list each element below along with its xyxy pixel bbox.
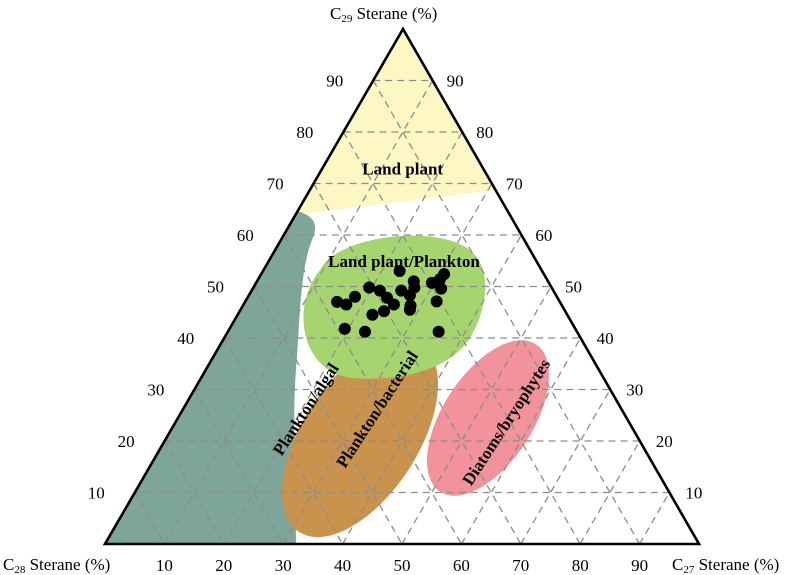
- region-label: Land plant/Plankton: [328, 252, 480, 271]
- data-point: [340, 298, 353, 311]
- region-label: Land plant: [362, 160, 443, 179]
- tick-label-left: 90: [326, 72, 343, 91]
- tick-label-bottom: 60: [453, 556, 470, 575]
- tick-label-bottom: 90: [631, 556, 648, 575]
- data-point: [378, 305, 390, 318]
- tick-label-right: 80: [476, 123, 493, 142]
- grid-line-c27: [401, 286, 552, 545]
- tick-label-right: 70: [506, 175, 523, 194]
- tick-label-left: 10: [88, 484, 105, 503]
- data-point: [432, 325, 445, 338]
- tick-label-right: 20: [656, 432, 673, 451]
- tick-label-bottom: 20: [215, 556, 232, 575]
- tick-label-bottom: 80: [572, 556, 589, 575]
- data-point: [349, 290, 361, 303]
- tick-label-left: 20: [118, 432, 135, 451]
- axis-title-c27: C27 Sterane (%): [672, 555, 779, 575]
- region-plankton-bacterial: [281, 338, 439, 538]
- tick-label-right: 50: [565, 278, 582, 297]
- tick-label-left: 50: [207, 278, 224, 297]
- data-point: [430, 295, 443, 308]
- tick-label-right: 10: [685, 484, 702, 503]
- data-point: [331, 295, 344, 308]
- data-point: [404, 299, 417, 312]
- region-diatoms-bryophytes: [426, 340, 550, 496]
- data-point: [435, 282, 448, 295]
- data-point: [433, 273, 446, 286]
- axis-title-c29: C29 Sterane (%): [330, 4, 437, 25]
- tick-label-bottom: 50: [394, 556, 411, 575]
- tick-label-bottom: 10: [156, 556, 173, 575]
- grid-line-c27: [282, 183, 493, 545]
- tick-label-left: 60: [237, 226, 254, 245]
- grid-line-c28: [193, 389, 284, 545]
- tick-label-bottom: 40: [334, 556, 351, 575]
- triangle-frame: [102, 26, 702, 546]
- grid-line-c27: [520, 389, 611, 545]
- tick-label-right: 60: [535, 226, 552, 245]
- data-point: [407, 275, 420, 288]
- data-point: [403, 289, 416, 302]
- data-point: [366, 308, 379, 321]
- tick-label-left: 40: [177, 329, 194, 348]
- grid-line-c27: [639, 492, 670, 545]
- data-point: [338, 322, 351, 335]
- data-point: [393, 265, 406, 277]
- tick-label-right: 90: [447, 72, 464, 91]
- region-land-plant: [292, 29, 496, 215]
- grid-line-c28: [223, 337, 344, 545]
- axis-title-c28: C28 Sterane (%): [3, 555, 110, 575]
- grid-line-c28: [253, 286, 403, 545]
- grid-line-c28: [313, 183, 522, 545]
- grid-line-c27: [163, 80, 434, 545]
- data-point: [359, 325, 371, 338]
- point-layer: [331, 265, 451, 338]
- tick-layer: 10 90 10 20 80 20 30 70 30 40 60 40 50 50 50 60 40 60 70 30…: [88, 72, 703, 575]
- region-plankton-algal: [105, 200, 316, 544]
- tick-label-left: 70: [267, 175, 284, 194]
- grid-line-c27: [223, 131, 463, 545]
- grid-line-c28: [372, 80, 641, 545]
- tick-label-right: 30: [626, 381, 643, 400]
- grid-line-c28: [134, 492, 165, 545]
- grid-line-c27: [579, 440, 641, 545]
- tick-label-right: 40: [597, 329, 614, 348]
- tick-label-bottom: 30: [275, 556, 292, 575]
- grid-line-c28: [342, 131, 581, 545]
- grid-line-c28: [164, 440, 225, 545]
- tick-label-left: 80: [296, 123, 313, 142]
- grid-layer: [134, 79, 670, 545]
- data-point: [363, 281, 376, 294]
- grid-line-c27: [460, 337, 582, 545]
- data-point: [387, 298, 400, 311]
- tick-label-bottom: 70: [512, 556, 529, 575]
- tick-label-left: 30: [147, 381, 164, 400]
